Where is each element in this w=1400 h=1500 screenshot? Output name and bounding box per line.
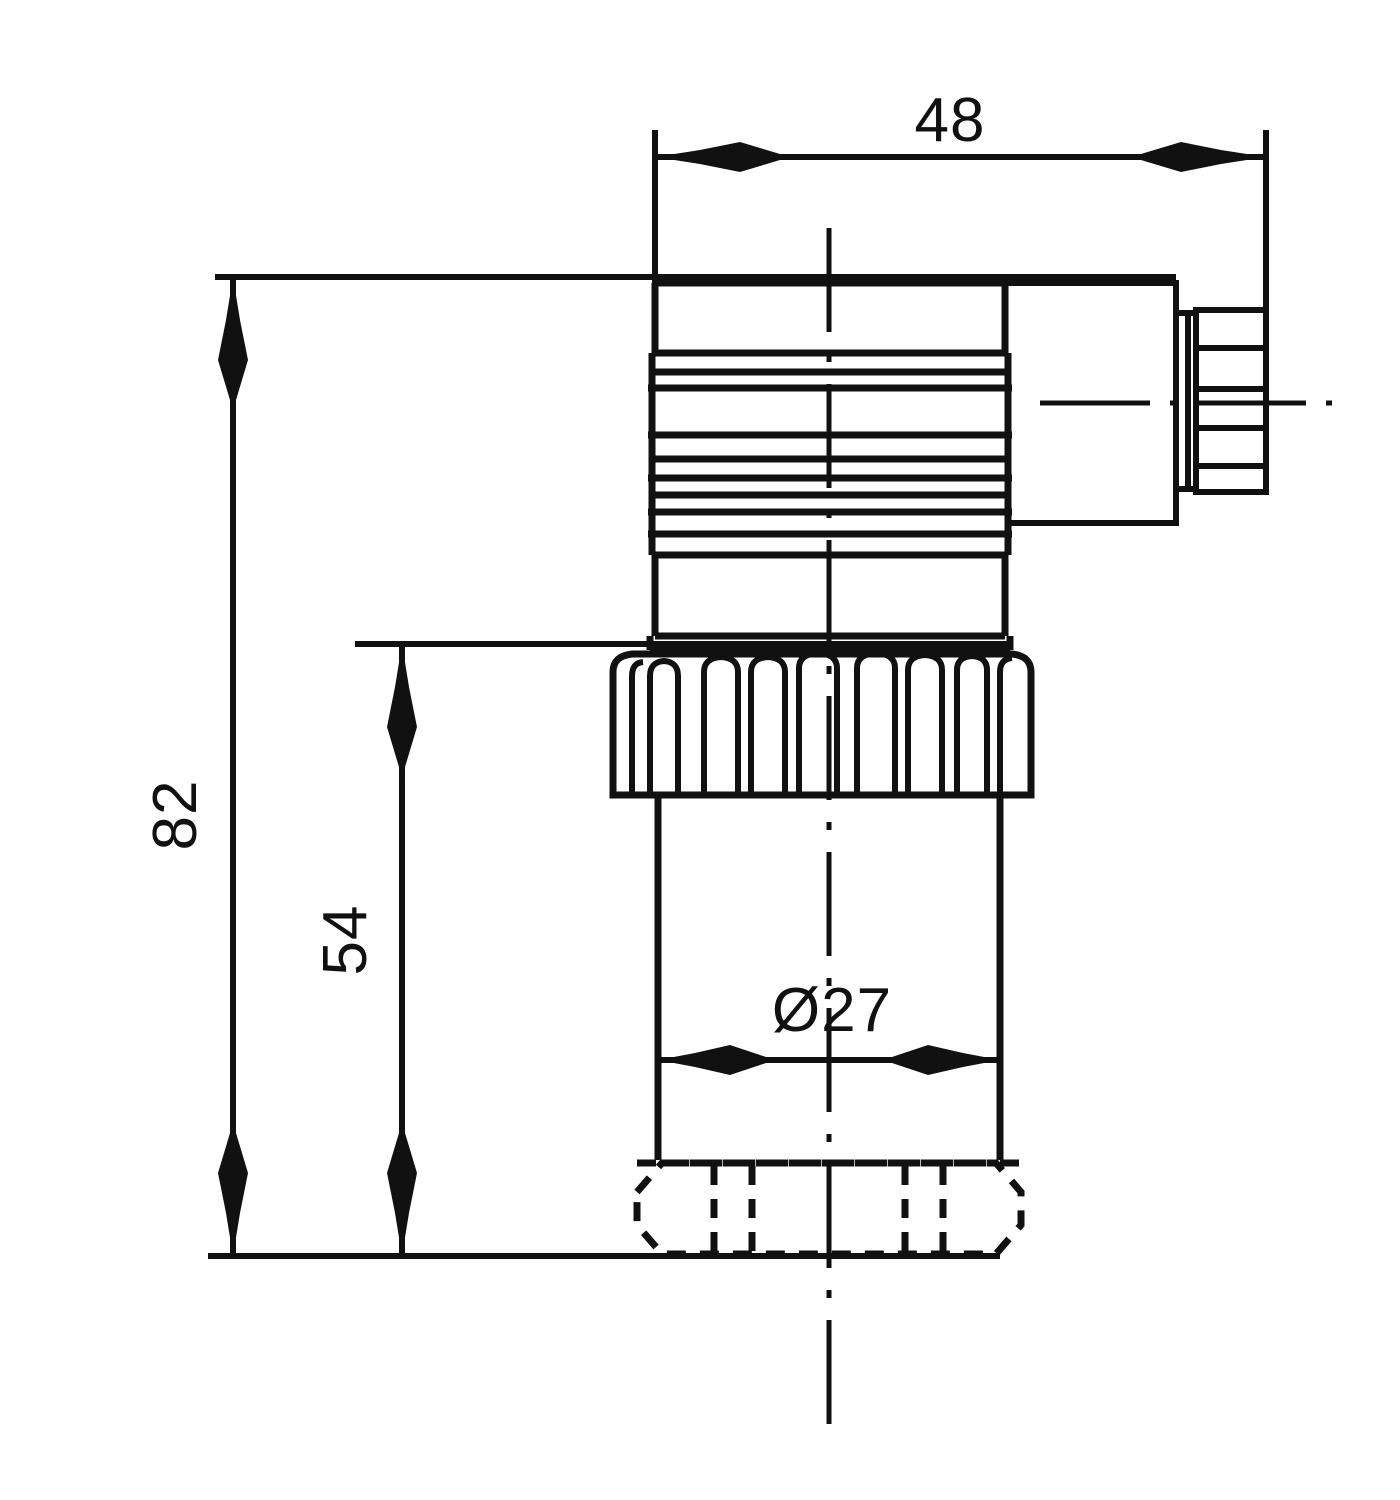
arrowhead-54-top [387,644,417,777]
arrowhead-d27-left [658,1045,775,1075]
knurled-hex-nut [609,649,1035,799]
arrowhead-48-left [655,142,790,172]
hidden-hex-nut [633,1159,1025,1258]
cable-gland-cap [1176,307,1269,495]
arrowhead-48-right [1131,142,1266,172]
ribbed-cylindrical-body [646,279,1014,654]
center-axis [826,228,1340,1425]
arrowhead-82-top [218,277,248,410]
dim-label-54: 54 [311,905,380,976]
dim-label-d27: Ø27 [772,976,892,1045]
electrical-connector-housing [1005,280,1179,526]
dim-label-82: 82 [141,780,210,851]
lower-barrel [654,795,1004,1160]
dimension-82: 82 [141,274,1176,1259]
arrowhead-82-bottom [218,1123,248,1256]
dim-label-48: 48 [915,86,986,155]
dimension-54: 54 [311,641,1010,1256]
dimension-48: 48 [652,86,1269,315]
dimension-diameter-27: Ø27 [658,976,1000,1075]
arrowhead-d27-right [883,1045,1000,1075]
arrowhead-54-bottom [387,1123,417,1256]
